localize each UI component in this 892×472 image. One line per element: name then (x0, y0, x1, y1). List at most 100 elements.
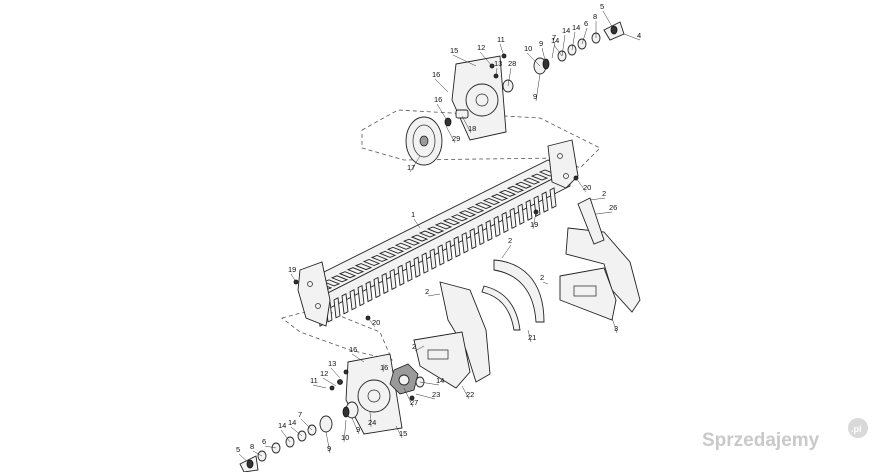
callout-label: 16 (434, 95, 442, 104)
callout-leader-line (395, 425, 403, 439)
callout-label: 10 (341, 433, 349, 442)
callout-label: 8 (250, 442, 254, 451)
callout-leader-line (602, 10, 615, 31)
callout-leader-line (264, 445, 277, 449)
bottom-sprocket-27 (389, 363, 419, 395)
callout-label: 27 (410, 398, 418, 407)
bottom-group-dashed-outline (281, 307, 393, 361)
callout-label: 16 (432, 70, 440, 79)
callout-leader-line (499, 43, 505, 57)
callout-leader-line (413, 218, 421, 229)
callout-label: 14 (562, 26, 570, 35)
callout-label: 14 (551, 36, 559, 45)
comb-bar-assembly (297, 139, 579, 327)
callout-label: 6 (584, 19, 588, 28)
callout-label: 5 (236, 445, 240, 454)
center-chute-22 (413, 281, 491, 389)
callout-leader-line (322, 377, 337, 387)
callout-leader-line (541, 47, 547, 65)
callout-label: 13 (494, 59, 502, 68)
callout-label: 2 (425, 287, 429, 296)
callout-label: 29 (452, 134, 460, 143)
callout-leader-line (414, 345, 425, 352)
callout-label: 20 (372, 318, 380, 327)
callout-leader-line (581, 27, 588, 45)
callout-label: 4 (637, 31, 641, 40)
callout-label: 7 (298, 410, 302, 419)
callout-label: 24 (368, 418, 376, 427)
callout-leader-line (561, 34, 566, 57)
callout-leader-line (382, 363, 385, 373)
callout-leader-line (575, 177, 587, 193)
callout-leader-line (312, 384, 327, 389)
callout-label: 9 (356, 425, 360, 434)
callout-leader-line (461, 115, 472, 134)
callout-label: 23 (432, 390, 440, 399)
watermark-text: Sprzedajemy (702, 430, 820, 451)
callout-leader-line (532, 211, 537, 230)
callout-label: 2 (508, 236, 512, 245)
top-side-plate (451, 55, 507, 141)
callout-label: 11 (310, 376, 318, 385)
callout-label: 28 (508, 59, 516, 68)
callout-leader-line (551, 41, 556, 59)
callout-leader-line (409, 155, 421, 173)
callout-leader-line (452, 54, 477, 67)
callout-leader-line (436, 103, 449, 123)
callout-label: 18 (468, 124, 476, 133)
callout-label: 12 (477, 43, 485, 52)
watermark-badge: .pl (851, 424, 862, 434)
callout-leader-line (300, 418, 313, 431)
callout-label: 15 (450, 46, 458, 55)
callout-label: 22 (466, 390, 474, 399)
callout-label: 2 (540, 273, 544, 282)
callout-leader-line (325, 431, 331, 454)
callout-leader-line (403, 387, 414, 408)
callout-label: 19 (530, 220, 538, 229)
callout-leader-line (479, 51, 493, 67)
scraper-blade-26 (577, 197, 605, 245)
callout-label: 7 (552, 33, 556, 42)
callout-label: 11 (497, 35, 505, 44)
callout-leader-line (290, 426, 303, 437)
callout-leader-line (367, 317, 376, 328)
callout-label: 9 (539, 39, 543, 48)
callout-leader-line (351, 417, 360, 435)
callout-leader-line (343, 419, 347, 443)
callout-label: 3 (614, 324, 618, 333)
callout-leader-line (461, 385, 470, 400)
callout-leader-line (445, 125, 456, 144)
callout-label: 9 (327, 444, 331, 453)
callout-leader-line (535, 73, 541, 102)
callout-label: 14 (572, 23, 580, 32)
callout-leader-line (526, 52, 541, 67)
callout-label: 6 (262, 437, 266, 446)
watermark-logo: Sprzedajemy .pl (702, 418, 868, 451)
callout-label: 19 (288, 265, 296, 274)
callout-label: 15 (399, 429, 407, 438)
callout-leader-line (434, 78, 449, 93)
callout-label: 13 (328, 359, 336, 368)
callout-leader-line (427, 293, 441, 297)
callout-leader-line (589, 197, 606, 201)
callout-leader-line (280, 429, 291, 443)
callout-label: 16 (380, 363, 388, 372)
callout-label: 21 (528, 333, 536, 342)
top-pulley (405, 116, 443, 166)
callout-leader-line (290, 273, 297, 283)
callout-leader-line (330, 367, 341, 379)
callout-leader-line (351, 353, 365, 363)
callout-leader-line (611, 317, 618, 334)
callout-leader-line (542, 281, 549, 285)
watermark-badge-circle (848, 418, 868, 438)
callout-leader-line (571, 31, 576, 51)
callout-leader-line (595, 211, 613, 215)
callout-leader-line (495, 67, 498, 77)
callout-label: 5 (600, 2, 604, 11)
callout-label: 2 (412, 342, 416, 351)
callout-label: 14 (436, 376, 444, 385)
callout-leader-line (507, 67, 512, 87)
bottom-side-plate (345, 353, 403, 435)
callout-label: 17 (407, 163, 415, 172)
